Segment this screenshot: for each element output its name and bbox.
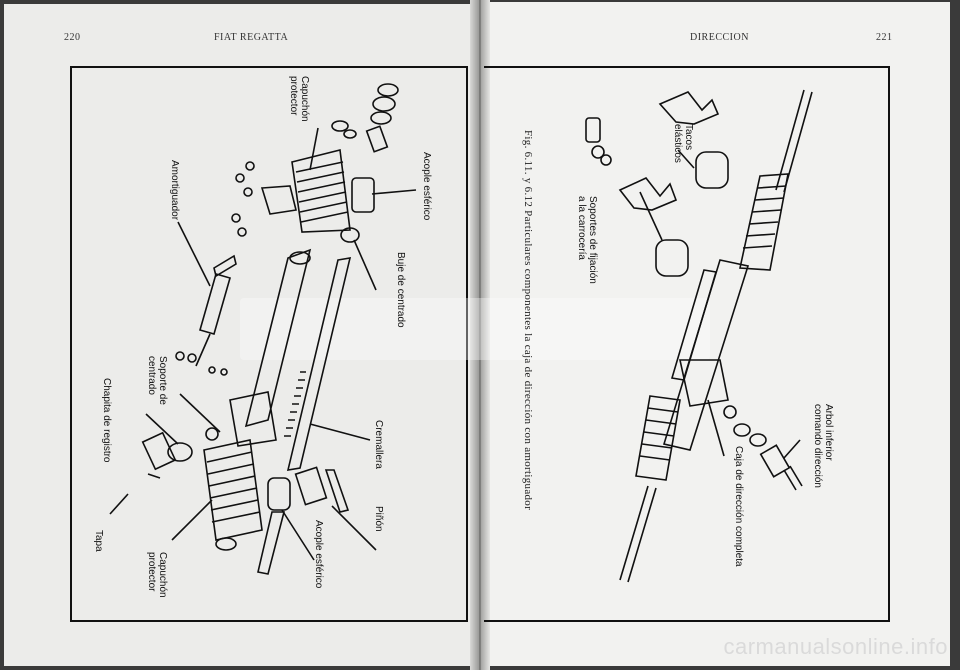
left-page-number: 220 bbox=[64, 32, 81, 43]
left-figure-frame bbox=[70, 66, 468, 622]
book-gutter bbox=[470, 0, 490, 670]
label-arbol-inferior: Arbol inferior comando dirección bbox=[812, 404, 834, 488]
right-page-number: 221 bbox=[876, 32, 893, 43]
label-capuchon-protector-bottom: Capuchón protector bbox=[146, 552, 168, 598]
label-cremallera: Cremallera bbox=[373, 420, 384, 469]
left-running-head: FIAT REGATTA bbox=[214, 32, 289, 43]
right-page bbox=[482, 2, 950, 666]
rack-tube bbox=[244, 248, 352, 471]
right-running-head: DIRECCION bbox=[690, 32, 749, 43]
label-soporte-de-centrado: Soporte de centrado bbox=[146, 356, 168, 405]
watermark-band bbox=[240, 298, 710, 360]
label-capuchon-protector-top: Capuchón protector bbox=[288, 76, 310, 122]
label-soportes-de-fijacion: Soportes de fijación a la carrocería bbox=[576, 196, 598, 284]
label-chapita-de-registro: Chapita de registro bbox=[101, 378, 112, 463]
ring-part bbox=[377, 83, 399, 97]
shock-absorber bbox=[175, 254, 237, 376]
label-buje-de-centrado: Buje de centrado bbox=[395, 252, 406, 328]
label-acople-esferico-top: Acople esférico bbox=[421, 152, 432, 221]
label-tapa: Tapa bbox=[93, 530, 104, 552]
left-page bbox=[4, 4, 478, 666]
watermark-text: carmanualsonline.info bbox=[723, 634, 948, 659]
label-tacos-elasticos: Tacos elásticos bbox=[672, 124, 694, 163]
right-assembled-view bbox=[585, 89, 813, 583]
upper-boot bbox=[291, 149, 351, 233]
label-pinon: Piñón bbox=[373, 506, 384, 532]
left-exploded-view bbox=[109, 83, 417, 575]
right-figure-frame bbox=[484, 66, 890, 622]
label-acople-esferico-bottom: Acople esférico bbox=[313, 520, 324, 589]
label-caja-de-direccion: Caja de dirección completa bbox=[733, 446, 744, 567]
label-amortiguador: Amortiguador bbox=[169, 160, 180, 221]
figure-caption: Fig. 6.11. y 6.12 Particulares component… bbox=[522, 130, 534, 511]
lower-boot bbox=[203, 439, 263, 551]
